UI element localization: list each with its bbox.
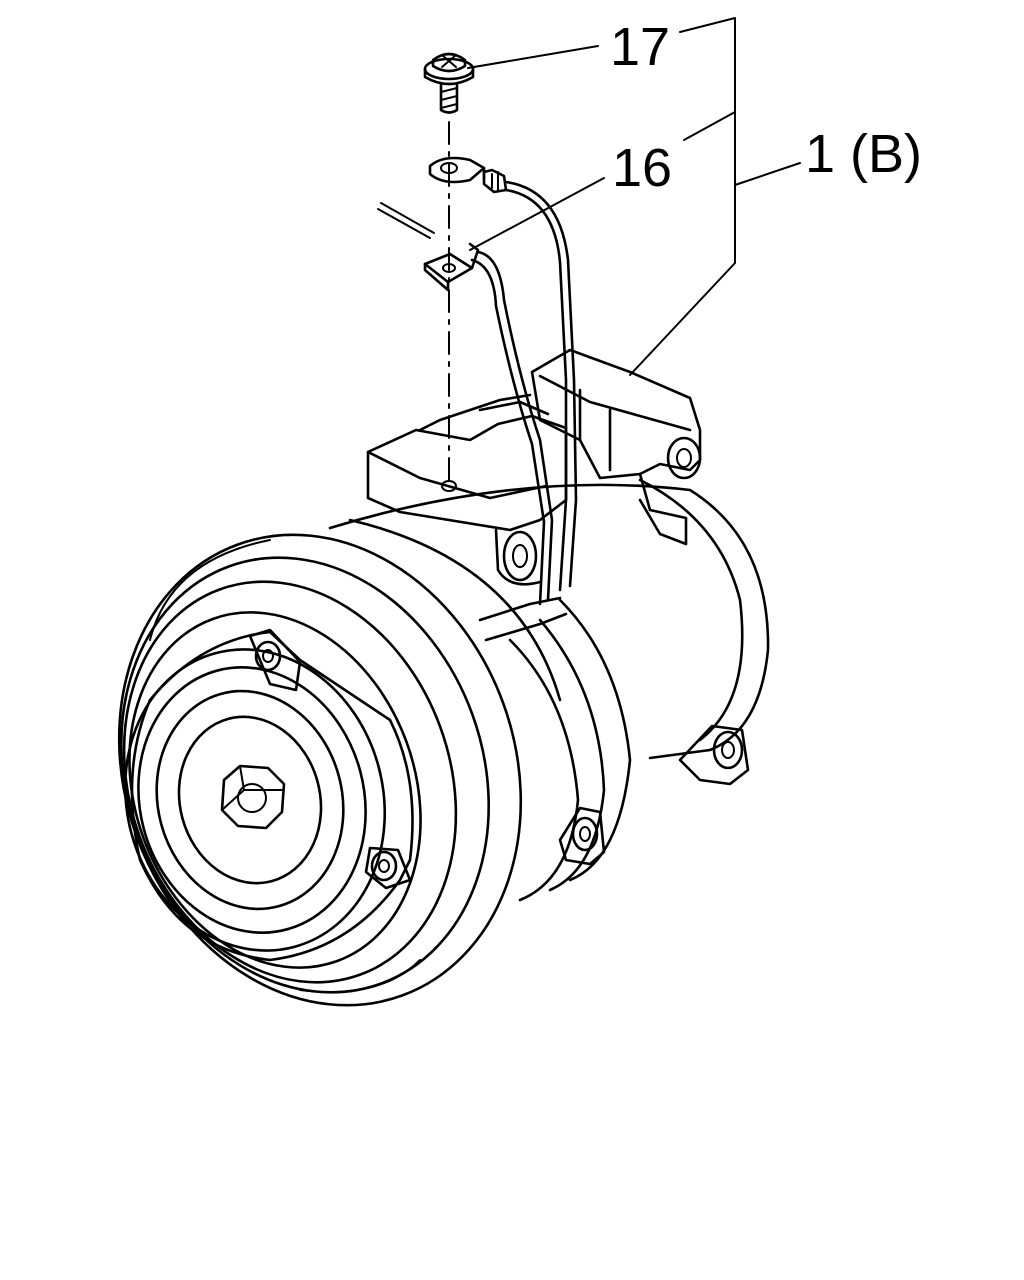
clutch-hub-plate xyxy=(130,628,414,962)
ground-wire xyxy=(470,180,578,606)
ring-terminal-icon xyxy=(428,156,508,194)
compressor-rear-mount xyxy=(530,348,702,546)
compressor-body xyxy=(328,478,770,902)
callout-label-16: 16 xyxy=(612,138,672,198)
callout-label-17: 17 xyxy=(610,17,670,77)
armature-rings xyxy=(123,648,387,952)
wire-clip-icon xyxy=(377,202,480,292)
compressor-lower-mounts xyxy=(558,724,750,866)
shaft-nut-icon xyxy=(220,764,286,830)
bolt-icon xyxy=(423,52,475,114)
callout-label-1b: 1 (B) xyxy=(805,124,922,184)
compressor-top-block xyxy=(366,393,568,586)
leader-lines xyxy=(467,17,801,376)
